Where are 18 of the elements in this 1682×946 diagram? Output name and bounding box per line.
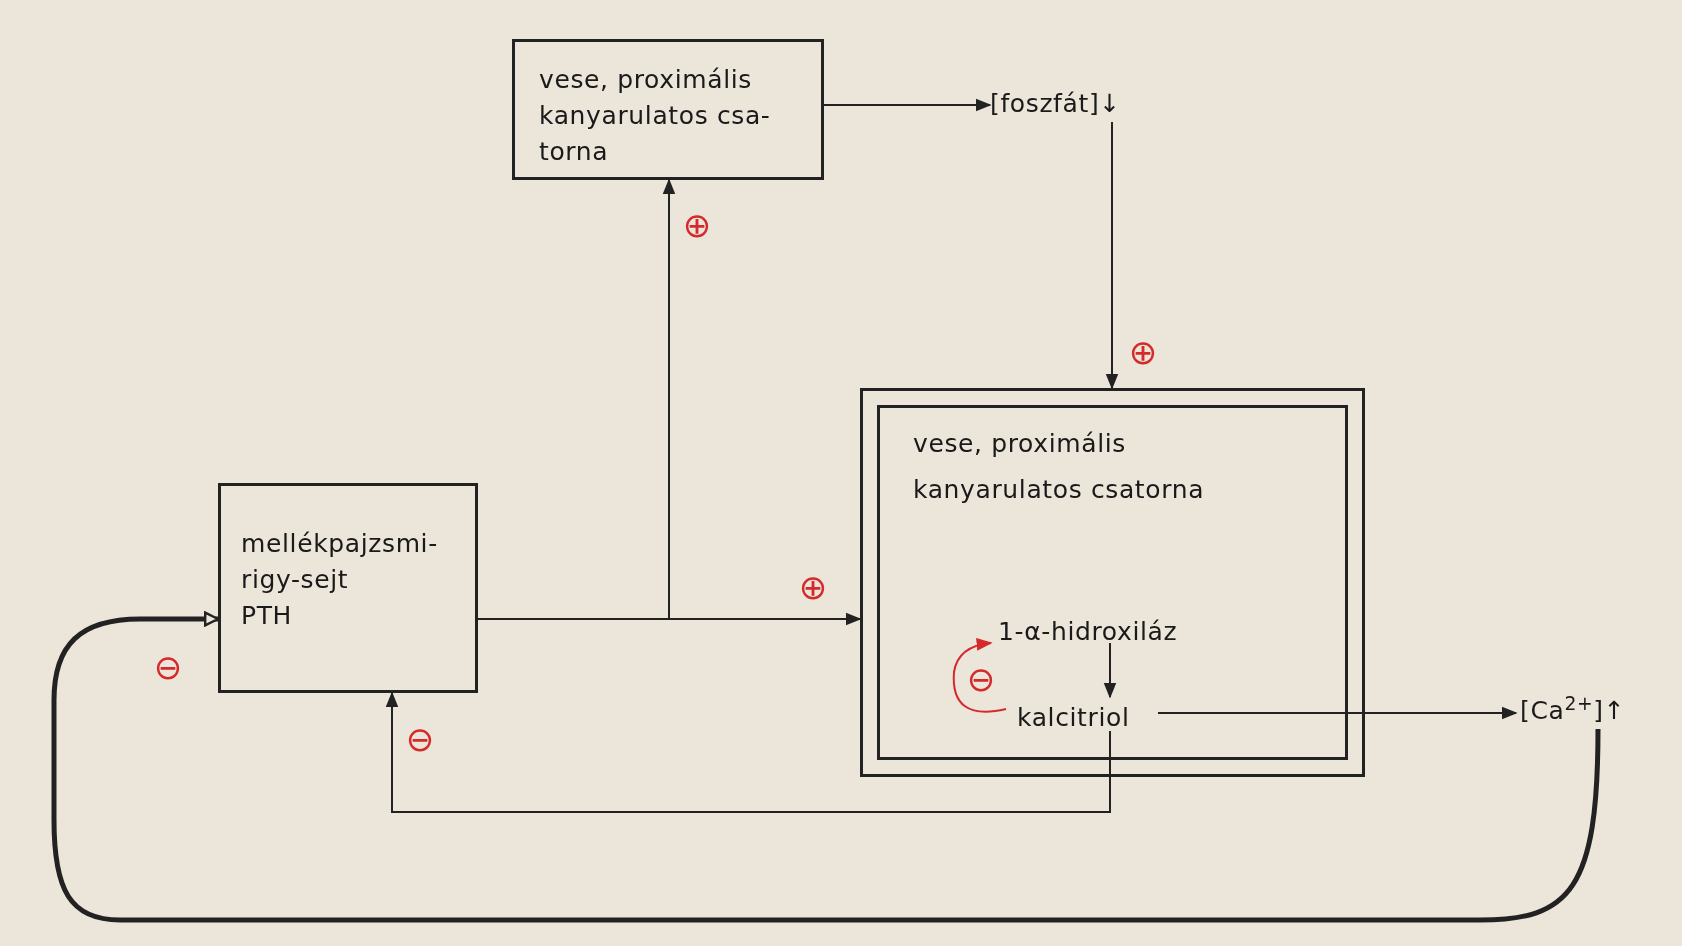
feedback-arrow [51, 611, 1601, 923]
arrow [823, 98, 992, 112]
node-label: [foszfát]↓ [990, 88, 1122, 120]
process-box [218, 483, 478, 693]
node-label: 1-α-hidroxiláz [998, 616, 1179, 648]
arrow [1157, 706, 1518, 720]
node-label: kalcitriol [1017, 702, 1131, 734]
node-label: [Ca$^{2+}$]↑ [1520, 693, 1627, 727]
box-label: PTH [241, 600, 294, 632]
box-label: vese, proximális kanyarulatos csa- torna [539, 64, 772, 168]
process-box [512, 39, 824, 180]
box-label: mellékpajzsmi- rigy-sejt [241, 528, 439, 596]
arrow [385, 691, 1111, 813]
arrow [477, 178, 676, 620]
box-label: vese, proximális kanyarulatos csatorna [913, 428, 1206, 506]
arrow [952, 638, 1007, 713]
arrow [1105, 121, 1119, 390]
arrow [1103, 642, 1117, 699]
